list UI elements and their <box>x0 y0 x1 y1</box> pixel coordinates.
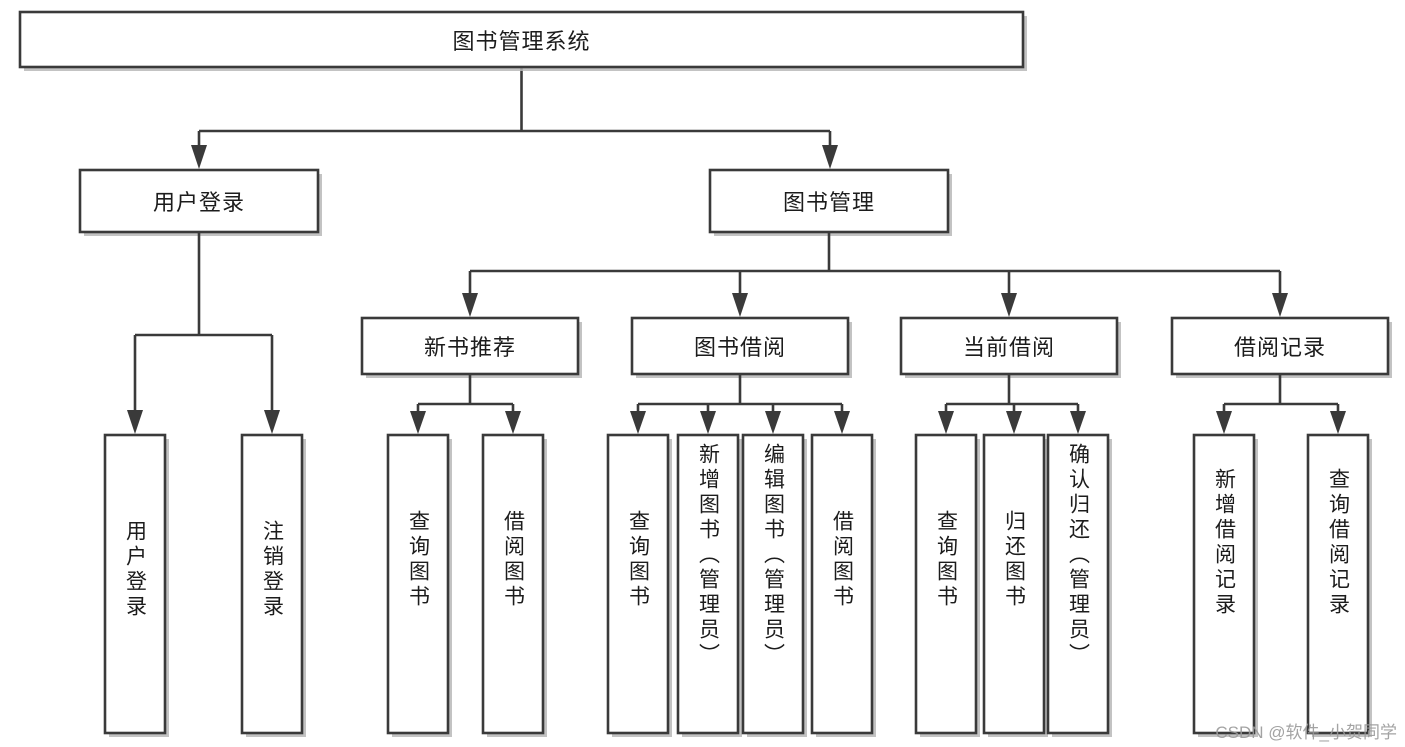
leaf-node-confirm-return <box>1046 433 1112 737</box>
leaf-node-query-book-3 <box>914 433 980 737</box>
node-current-borrow <box>899 316 1121 378</box>
leaf-node-user-login-action <box>103 433 169 737</box>
node-book-manage <box>708 168 952 236</box>
connector-borrowrecord-to-leaves <box>1216 374 1346 434</box>
connector-root-to-level1 <box>191 67 838 169</box>
leaf-node-logout <box>240 433 306 737</box>
leaf-node-borrow-book-2 <box>810 433 876 737</box>
leaf-node-query-book-1 <box>386 433 452 737</box>
connector-userlogin-to-leaves <box>127 232 280 434</box>
connector-bookmanage-to-level2 <box>462 232 1288 317</box>
connector-newbook-to-leaves <box>410 374 521 434</box>
leaf-node-borrow-book-1 <box>481 433 547 737</box>
node-book-borrow <box>630 316 852 378</box>
node-new-book-recommend <box>360 316 582 378</box>
leaf-node-query-borrow-record <box>1306 433 1372 737</box>
node-borrow-record <box>1170 316 1392 378</box>
connector-currentborrow-to-leaves <box>938 374 1086 434</box>
node-root <box>18 10 1027 71</box>
node-user-login <box>78 168 322 236</box>
connector-bookborrow-to-leaves <box>630 374 850 434</box>
leaf-node-return-book <box>982 433 1048 737</box>
leaf-node-add-borrow-record <box>1192 433 1258 737</box>
leaf-node-add-book <box>676 433 742 737</box>
leaf-node-edit-book <box>741 433 807 737</box>
leaf-node-query-book-2 <box>606 433 672 737</box>
